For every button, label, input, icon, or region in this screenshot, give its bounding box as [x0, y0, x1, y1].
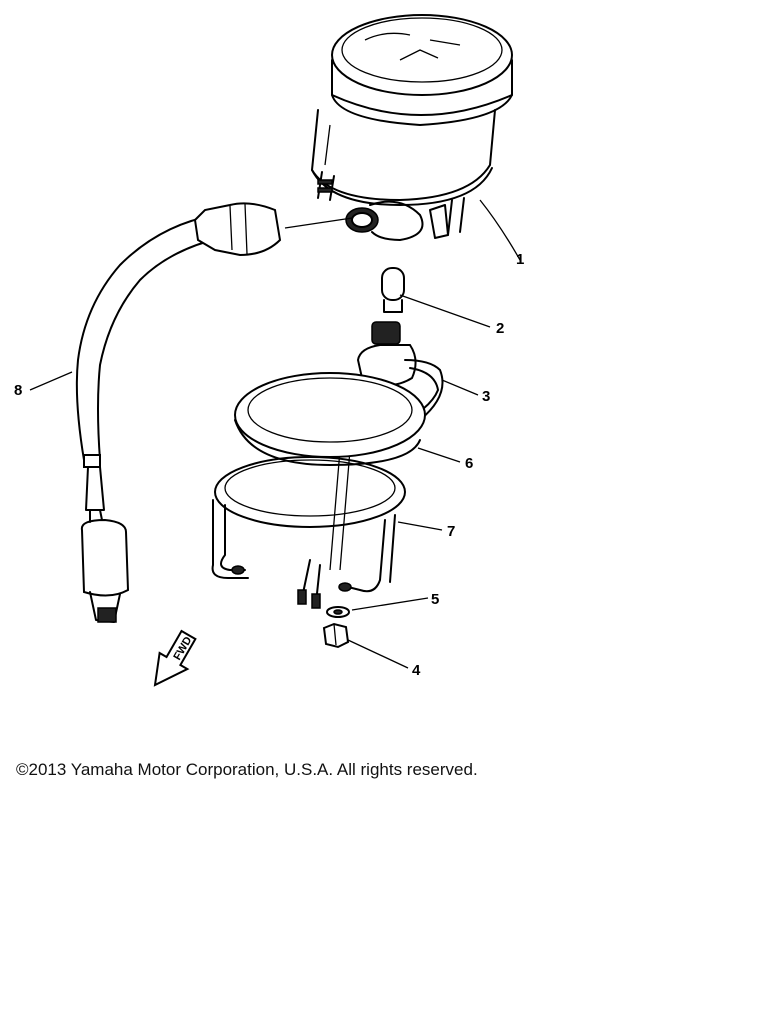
callout-8: 8 [14, 382, 22, 399]
nut [322, 622, 350, 649]
washer [326, 606, 350, 618]
meter-assembly [311, 14, 513, 241]
bracket [211, 456, 406, 593]
parts-diagram: 1 2 3 4 5 6 7 8 FWD [14, 14, 524, 687]
callout-2: 2 [496, 320, 504, 337]
callout-3: 3 [482, 388, 490, 405]
callout-1: 1 [516, 251, 524, 268]
callout-6: 6 [465, 455, 473, 472]
callout-4: 4 [412, 662, 421, 679]
copyright-notice: ©2013 Yamaha Motor Corporation, U.S.A. A… [16, 760, 478, 779]
forward-direction-arrow-icon: FWD [153, 629, 197, 687]
gasket [234, 372, 426, 466]
meter-cable [75, 202, 282, 623]
leader-lines [29, 199, 521, 669]
callout-5: 5 [431, 591, 439, 608]
bulb [381, 267, 405, 313]
callout-7: 7 [447, 523, 455, 540]
